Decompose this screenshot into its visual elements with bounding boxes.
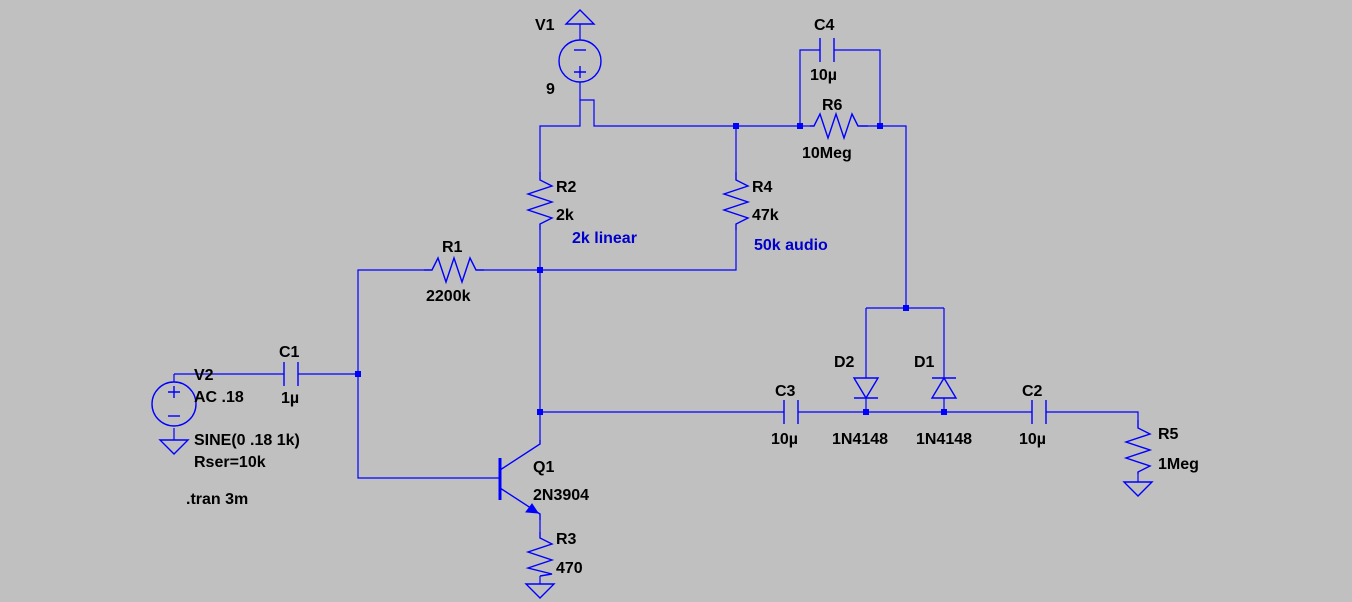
r6-value: 10Meg: [802, 145, 852, 162]
d2-value: 1N4148: [832, 431, 888, 448]
v2-value: AC .18: [194, 389, 244, 406]
v1-source[interactable]: V1 9: [535, 17, 602, 98]
c4-label: C4: [814, 17, 835, 34]
c4-capacitor[interactable]: C4 10µ: [810, 17, 837, 84]
d1-value: 1N4148: [916, 431, 972, 448]
r3-label: R3: [556, 531, 577, 548]
r3-value: 470: [556, 560, 583, 577]
r4-label: R4: [752, 179, 773, 196]
c1-label: C1: [279, 344, 300, 361]
c2-label: C2: [1022, 383, 1043, 400]
junctions: [355, 123, 947, 415]
c3-capacitor[interactable]: C3 10µ: [771, 383, 799, 448]
r1-value: 2200k: [426, 288, 471, 305]
r6-label: R6: [822, 97, 843, 114]
r2-comment: 2k linear: [572, 230, 637, 247]
c2-value: 10µ: [1019, 431, 1046, 448]
q1-label: Q1: [533, 459, 554, 476]
r4-value: 47k: [752, 207, 779, 224]
ground-symbols: [158, 9, 1154, 599]
d1-diode[interactable]: D1 1N4148: [914, 354, 972, 448]
r4-comment: 50k audio: [754, 237, 828, 254]
r3-resistor[interactable]: R3 470: [525, 531, 583, 577]
r2-value: 2k: [556, 207, 574, 224]
c2-capacitor[interactable]: C2 10µ: [1019, 383, 1047, 448]
c1-capacitor[interactable]: C1 1µ: [279, 344, 300, 407]
c1-value: 1µ: [281, 390, 299, 407]
v2-rser: Rser=10k: [194, 454, 266, 471]
r5-value: 1Meg: [1158, 456, 1199, 473]
c3-label: C3: [775, 383, 796, 400]
r1-resistor[interactable]: R1 2200k: [424, 239, 484, 305]
d2-diode[interactable]: D2 1N4148: [832, 354, 888, 448]
c3-value: 10µ: [771, 431, 798, 448]
q1-transistor[interactable]: Q1 2N3904: [498, 440, 589, 520]
tran-directive[interactable]: .tran 3m: [186, 491, 248, 508]
d1-label: D1: [914, 354, 935, 371]
d2-label: D2: [834, 354, 855, 371]
r5-resistor[interactable]: R5 1Meg: [1123, 420, 1199, 474]
v2-label: V2: [194, 367, 214, 384]
wires: [173, 24, 1139, 584]
r6-resistor[interactable]: R6 10Meg: [802, 97, 868, 162]
q1-value: 2N3904: [533, 487, 589, 504]
v1-value: 9: [546, 81, 555, 98]
c4-value: 10µ: [810, 67, 837, 84]
v2-source[interactable]: V2 AC .18 SINE(0 .18 1k) Rser=10k: [151, 367, 300, 471]
r5-label: R5: [1158, 426, 1179, 443]
r4-resistor[interactable]: R4 47k: [721, 172, 779, 230]
r2-label: R2: [556, 179, 577, 196]
r1-label: R1: [442, 239, 463, 256]
v2-source-spec: SINE(0 .18 1k): [194, 432, 300, 449]
v1-label: V1: [535, 17, 555, 34]
r2-resistor[interactable]: R2 2k: [525, 172, 577, 230]
